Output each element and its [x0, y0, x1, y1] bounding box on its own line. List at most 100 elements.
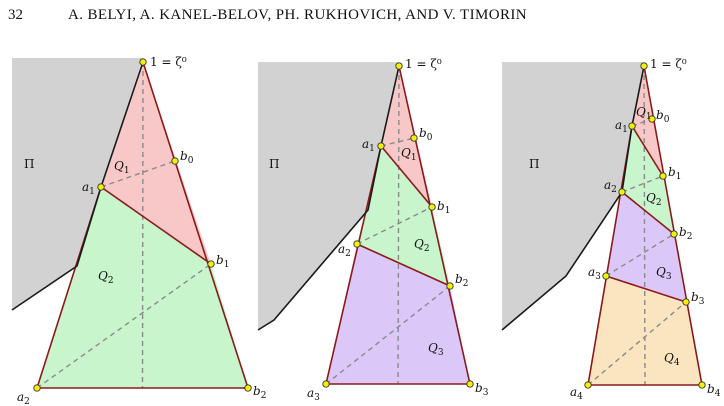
- dashed-diagonal-1: [100, 160, 176, 188]
- dashed-diagonal-2: [621, 175, 664, 193]
- region-label-q4-letter: Q: [664, 351, 674, 365]
- dashed-median: [397, 65, 400, 385]
- apex-vertex: [395, 62, 403, 70]
- region-label-q3: Q3: [428, 341, 444, 358]
- label-a1-letter: a: [82, 180, 89, 194]
- vertex-a2: [618, 188, 626, 196]
- cross-edge-1: [380, 145, 433, 208]
- label-a2-subscript: 2: [611, 185, 617, 195]
- label-b0-subscript: 0: [188, 156, 194, 166]
- label-b2-subscript: 2: [687, 232, 693, 242]
- label-b4-subscript: 4: [715, 389, 721, 399]
- region-label-q2: Q2: [646, 191, 662, 208]
- label-a2-letter: a: [338, 242, 345, 256]
- label-a1-letter: a: [362, 137, 369, 151]
- cross-edge-3: [605, 275, 687, 303]
- label-b0-subscript: 0: [664, 115, 670, 125]
- dashed-diagonal-1: [380, 137, 415, 147]
- vertex-b4: [698, 381, 706, 389]
- right-side-edge: [398, 65, 471, 385]
- label-a1-subscript: 1: [369, 144, 375, 154]
- label-b1-letter: b: [437, 199, 445, 213]
- apex-label: 1 = ζ⁰: [405, 57, 442, 71]
- region-label-q3-subscript: 3: [438, 348, 444, 358]
- vertex-a3: [602, 272, 610, 280]
- label-a1-subscript: 1: [622, 125, 628, 135]
- label-a2-letter: a: [17, 390, 24, 404]
- region-label-q3-subscript: 3: [666, 272, 672, 282]
- label-b0: b0: [656, 108, 670, 125]
- cross-edge-1: [100, 186, 212, 265]
- label-b0-letter: b: [419, 126, 427, 140]
- label-b3-subscript: 3: [483, 388, 489, 398]
- region-label-q3-letter: Q: [428, 341, 438, 355]
- region-label-q2-subscript: 2: [424, 244, 430, 254]
- vertex-a2: [33, 384, 41, 392]
- dashed-median: [643, 65, 646, 386]
- pi-boundary: [257, 65, 400, 331]
- label-a2: a2: [17, 390, 30, 406]
- vertex-a4: [584, 381, 592, 389]
- label-b2: b2: [253, 384, 266, 401]
- region-pi-label: Π: [24, 157, 34, 171]
- left-side-edge: [325, 145, 382, 385]
- region-label-q2-letter: Q: [98, 269, 108, 283]
- label-b0-subscript: 0: [427, 133, 433, 143]
- dashed-median: [141, 61, 144, 389]
- label-a3-letter: a: [307, 386, 314, 400]
- vertex-b0: [648, 115, 656, 123]
- region-label-q3-letter: Q: [656, 265, 666, 279]
- vertex-b0: [410, 134, 418, 142]
- region-pi: [258, 62, 399, 330]
- label-b0: b0: [419, 126, 433, 143]
- vertex-b2: [446, 282, 454, 290]
- apex-label: 1 = ζ⁰: [150, 55, 187, 69]
- vertex-a1: [377, 142, 385, 150]
- label-a1: a1: [615, 118, 628, 135]
- label-b3-letter: b: [475, 381, 483, 395]
- label-b4: b4: [707, 382, 721, 399]
- label-b1: b1: [216, 253, 229, 270]
- region-pi: [502, 62, 644, 330]
- vertex-a1: [628, 122, 636, 130]
- region-q2: [622, 126, 674, 234]
- region-label-q2-subscript: 2: [656, 198, 662, 208]
- label-a3: a3: [307, 386, 320, 403]
- region-label-q3: Q3: [656, 265, 672, 282]
- label-a2-letter: a: [604, 178, 611, 192]
- vertex-b2: [670, 230, 678, 238]
- apex-vertex: [640, 62, 648, 70]
- label-a3-subscript: 3: [314, 393, 320, 403]
- apex-label: 1 = ζ⁰: [650, 57, 687, 71]
- region-label-q1-letter: Q: [401, 146, 411, 160]
- region-q1: [632, 66, 663, 176]
- cross-edge-2: [621, 191, 675, 235]
- label-a3-subscript: 3: [595, 272, 601, 282]
- region-q3: [606, 192, 686, 302]
- vertex-b3: [682, 298, 690, 306]
- page-number: 32: [8, 7, 23, 23]
- vertex-a3: [322, 380, 330, 388]
- dashed-diagonal-3: [605, 233, 675, 277]
- label-a1: a1: [82, 180, 95, 197]
- label-b1: b1: [437, 199, 450, 216]
- region-pi-label: Π: [529, 157, 539, 171]
- vertex-a1: [97, 183, 105, 191]
- region-q1: [101, 62, 211, 264]
- label-b1-letter: b: [216, 253, 224, 267]
- label-b2-letter: b: [679, 225, 687, 239]
- label-a2-subscript: 2: [345, 249, 351, 259]
- region-label-q2-subscript: 2: [108, 276, 114, 286]
- region-label-q1-subscript: 1: [124, 166, 130, 176]
- region-label-q1-letter: Q: [114, 159, 124, 173]
- label-b2-subscript: 2: [261, 391, 267, 401]
- vertex-b1: [659, 172, 667, 180]
- region-q2: [357, 146, 450, 286]
- label-b0-letter: b: [180, 149, 188, 163]
- label-a1-subscript: 1: [89, 187, 95, 197]
- label-b2-letter: b: [455, 272, 463, 286]
- region-label-q1: Q1: [114, 159, 130, 176]
